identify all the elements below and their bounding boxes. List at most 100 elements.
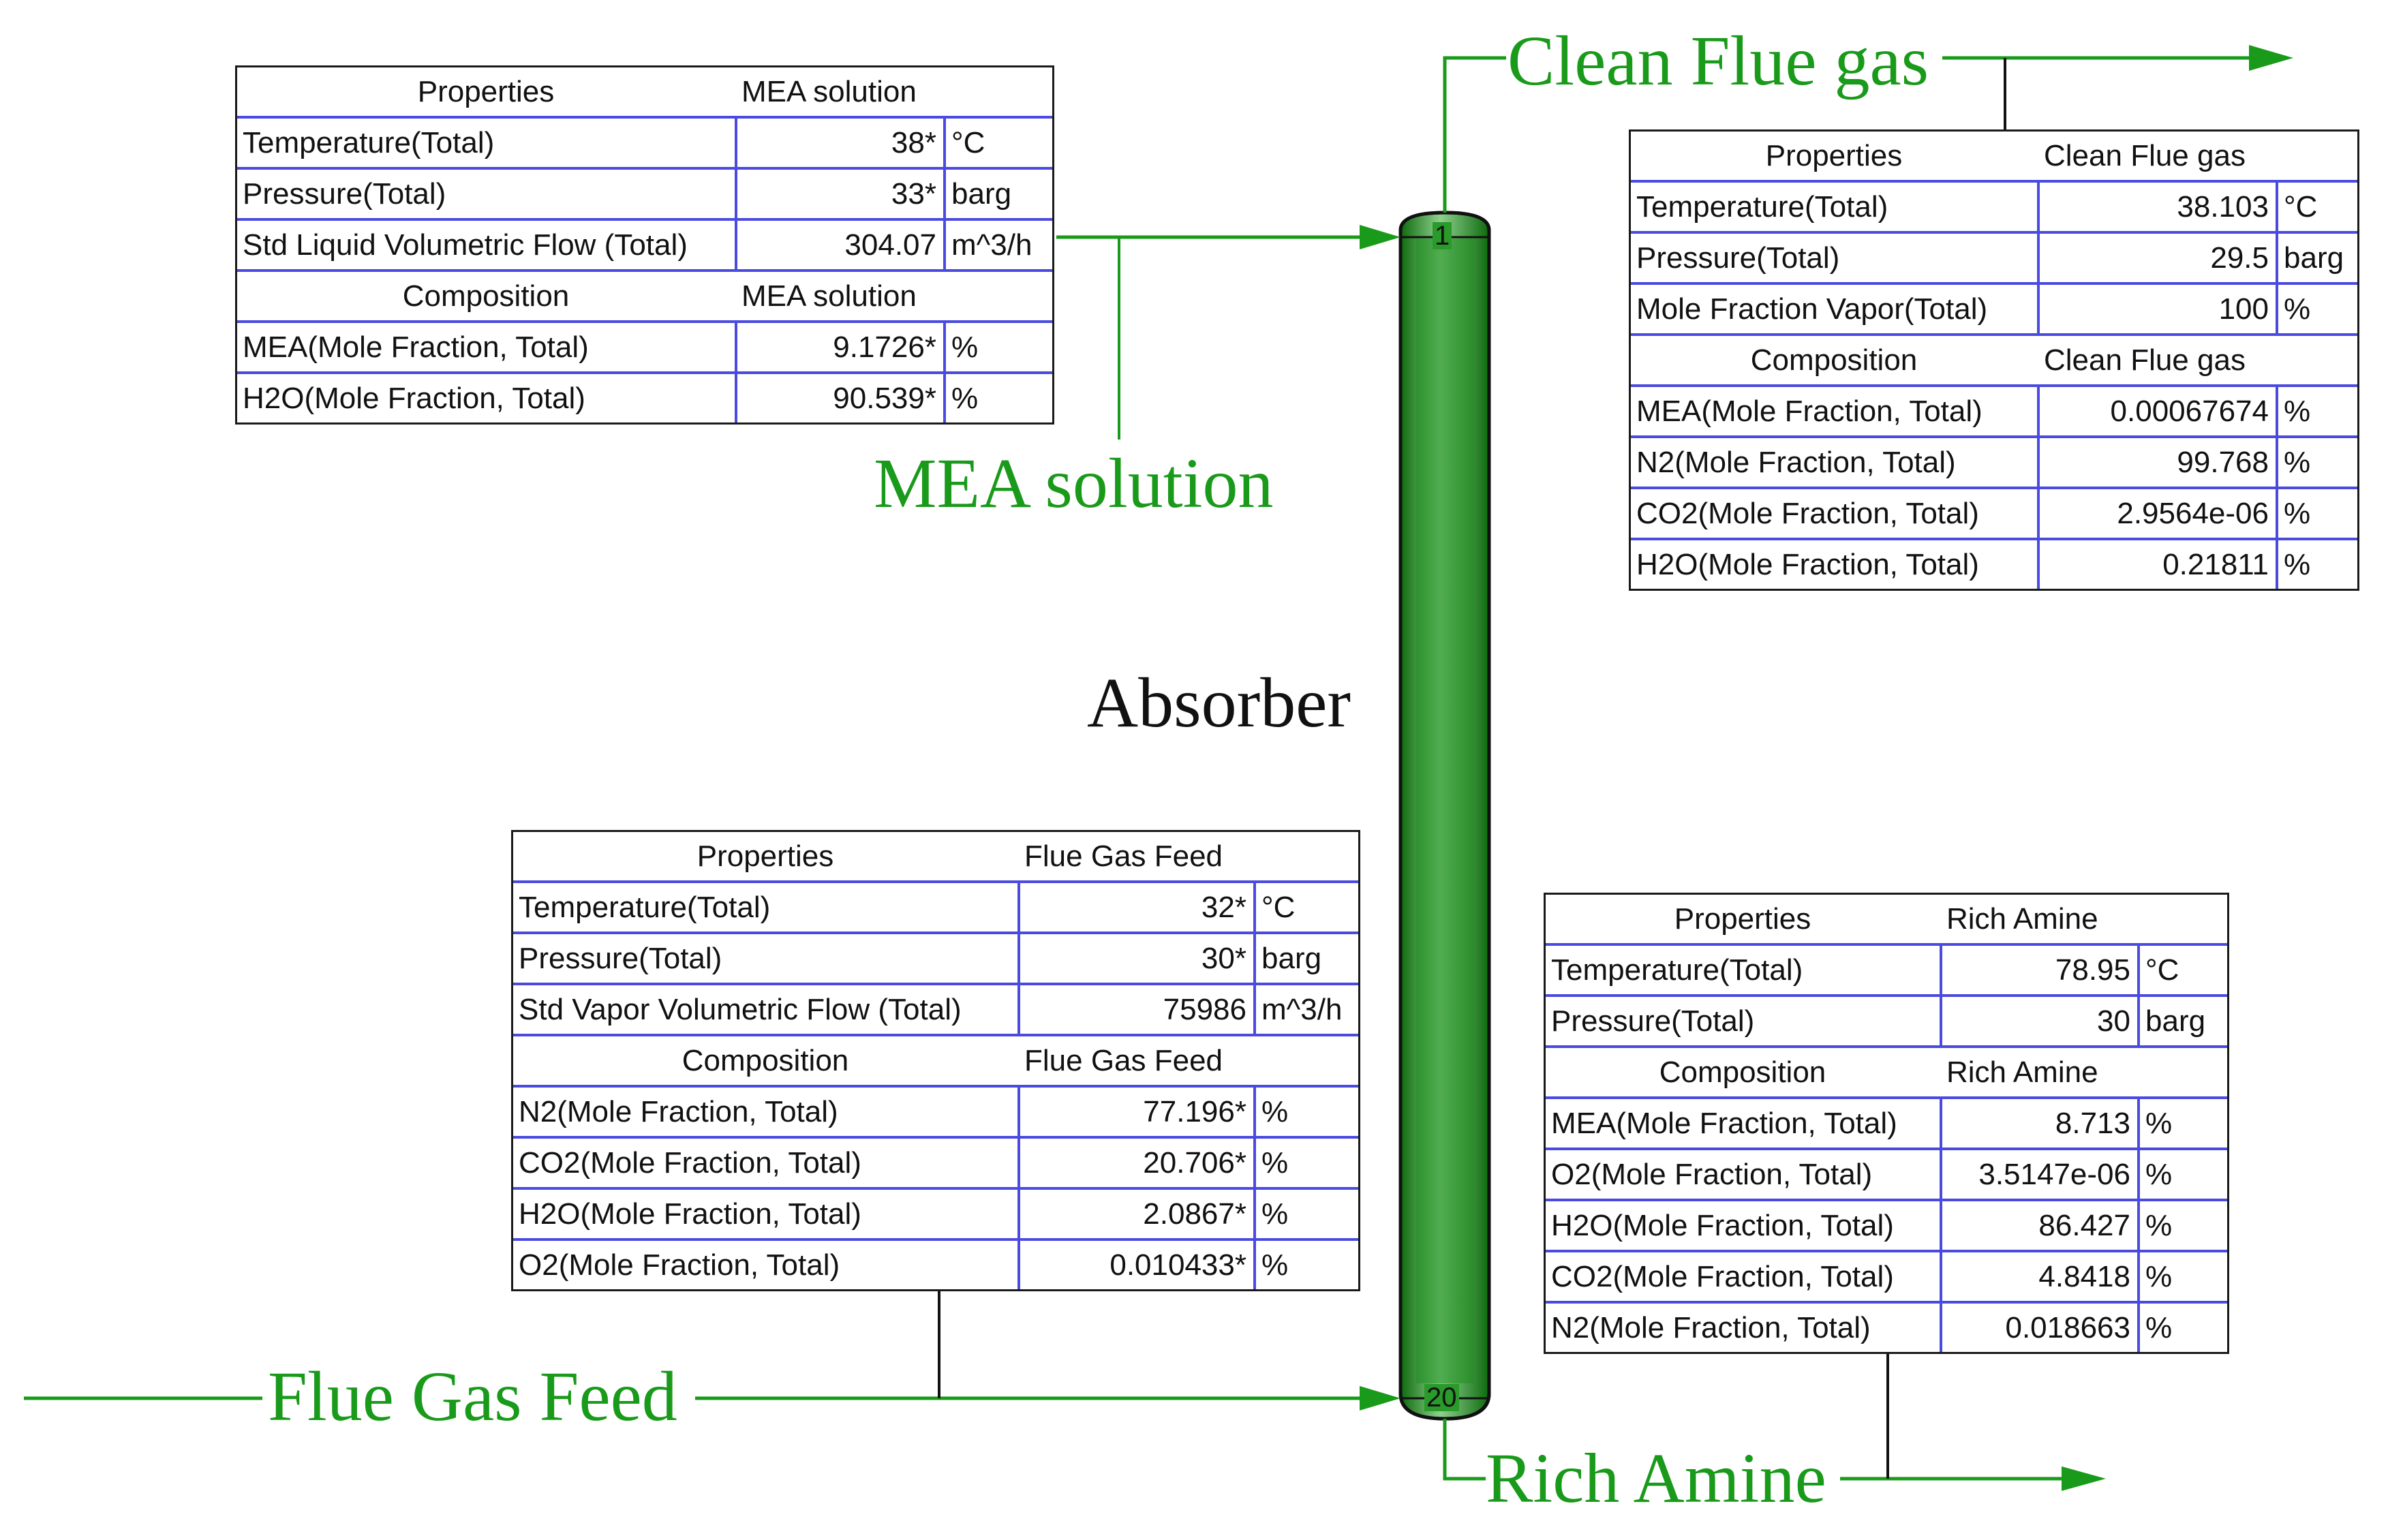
composition-header-row: Composition Flue Gas Feed [513,1034,1358,1085]
table-row: MEA(Mole Fraction, Total) 0.00067674 % [1631,384,2357,435]
property-value: 100 [2037,285,2276,333]
table-row: Temperature(Total) 78.95 °C [1546,943,2227,994]
table-row: Pressure(Total) 30* barg [513,931,1358,983]
composition-header-row: Composition MEA solution [237,269,1052,320]
property-label: Mole Fraction Vapor(Total) [1636,292,1988,326]
flue-gas-feed-stream-line[interactable] [24,1386,1400,1411]
component-value: 20.706* [1017,1139,1253,1187]
properties-header-row: Properties Flue Gas Feed [513,832,1358,880]
property-unit: barg [2137,997,2227,1045]
stream-name-header: MEA solution [741,74,917,108]
property-value: 304.07 [735,221,943,269]
component-label: MEA(Mole Fraction, Total) [1636,394,1983,428]
composition-header: Composition [682,1043,849,1077]
composition-header: Composition [1750,343,1918,377]
mea-solution-stream-line[interactable] [1056,225,1400,249]
property-unit: °C [1253,883,1358,931]
component-unit: % [943,323,1052,371]
mea-solution-table[interactable]: Properties MEA solution Temperature(Tota… [235,65,1054,425]
stream-name-header: MEA solution [741,279,917,313]
component-label: CO2(Mole Fraction, Total) [1551,1259,1894,1293]
rich-amine-stream-line[interactable] [1443,1419,2106,1491]
component-unit: % [1253,1241,1358,1289]
property-label: Std Liquid Volumetric Flow (Total) [243,228,688,262]
table-row: Std Vapor Volumetric Flow (Total) 75986 … [513,983,1358,1034]
component-unit: % [2137,1099,2227,1148]
table-row: H2O(Mole Fraction, Total) 86.427 % [1546,1199,2227,1250]
component-unit: % [2137,1304,2227,1352]
property-label: Pressure(Total) [1636,241,1840,275]
table-row: CO2(Mole Fraction, Total) 4.8418 % [1546,1250,2227,1301]
property-value: 38* [735,119,943,167]
component-label: H2O(Mole Fraction, Total) [1636,547,1979,581]
component-unit: % [2276,438,2357,487]
table-row: N2(Mole Fraction, Total) 99.768 % [1631,435,2357,487]
component-unit: % [2137,1252,2227,1301]
component-label: N2(Mole Fraction, Total) [1636,445,1956,479]
component-value: 8.713 [1940,1099,2137,1148]
table-row: Pressure(Total) 30 barg [1546,994,2227,1045]
property-value: 78.95 [1940,946,2137,994]
properties-header: Properties [696,839,834,873]
rich-amine-label[interactable]: Rich Amine [1486,1439,1826,1518]
table-row: Temperature(Total) 38* °C [237,116,1052,167]
component-label: H2O(Mole Fraction, Total) [1551,1208,1894,1242]
mea-solution-label[interactable]: MEA solution [874,444,1274,523]
clean-flue-gas-label[interactable]: Clean Flue gas [1507,22,1929,100]
bottom-stage-number: 20 [1424,1384,1459,1411]
clean-flue-gas-stream-line[interactable] [1443,45,2293,213]
properties-header-row: Properties Clean Flue gas [1631,132,2357,180]
component-label: N2(Mole Fraction, Total) [519,1094,838,1128]
property-label: Temperature(Total) [519,890,771,924]
component-value: 4.8418 [1940,1252,2137,1301]
component-label: CO2(Mole Fraction, Total) [519,1145,861,1180]
rich-amine-table[interactable]: Properties Rich Amine Temperature(Total)… [1544,893,2229,1354]
clean-flue-gas-table[interactable]: Properties Clean Flue gas Temperature(To… [1629,129,2359,591]
property-label: Pressure(Total) [519,941,722,975]
table-row: O2(Mole Fraction, Total) 3.5147e-06 % [1546,1148,2227,1199]
component-label: CO2(Mole Fraction, Total) [1636,496,1979,530]
property-unit: barg [943,170,1052,218]
table-row: Mole Fraction Vapor(Total) 100 % [1631,282,2357,333]
absorber-label[interactable]: Absorber [1087,664,1351,742]
property-unit: m^3/h [1253,985,1358,1034]
flue-gas-feed-table[interactable]: Properties Flue Gas Feed Temperature(Tot… [511,830,1360,1291]
component-label: MEA(Mole Fraction, Total) [1551,1106,1897,1140]
properties-header: Properties [1765,138,1903,172]
composition-header: Composition [1659,1055,1826,1089]
property-label: Temperature(Total) [1551,953,1803,987]
table-row: H2O(Mole Fraction, Total) 90.539* % [237,371,1052,422]
properties-header-row: Properties Rich Amine [1546,895,2227,943]
component-label: N2(Mole Fraction, Total) [1551,1310,1871,1344]
properties-header-row: Properties MEA solution [237,67,1052,116]
stream-name-header: Rich Amine [1946,1055,2098,1089]
table-row: CO2(Mole Fraction, Total) 2.9564e-06 % [1631,487,2357,538]
component-value: 2.0867* [1017,1190,1253,1238]
component-unit: % [2276,387,2357,435]
table-row: MEA(Mole Fraction, Total) 8.713 % [1546,1096,2227,1148]
component-unit: % [2137,1201,2227,1250]
component-label: H2O(Mole Fraction, Total) [243,381,585,415]
property-label: Temperature(Total) [243,125,495,159]
property-unit: barg [1253,934,1358,983]
component-value: 2.9564e-06 [2037,489,2276,538]
table-row: Temperature(Total) 32* °C [513,880,1358,931]
flue-gas-feed-label[interactable]: Flue Gas Feed [268,1357,677,1436]
component-unit: % [1253,1088,1358,1136]
stream-name-header: Flue Gas Feed [1024,839,1223,873]
absorber-column[interactable] [1398,211,1491,1421]
stream-name-header: Rich Amine [1946,902,2098,936]
component-unit: % [1253,1190,1358,1238]
component-value: 0.00067674 [2037,387,2276,435]
component-value: 86.427 [1940,1201,2137,1250]
table-row: CO2(Mole Fraction, Total) 20.706* % [513,1136,1358,1187]
component-unit: % [2276,540,2357,589]
table-row: N2(Mole Fraction, Total) 77.196* % [513,1085,1358,1136]
component-unit: % [2137,1150,2227,1199]
property-unit: barg [2276,234,2357,282]
table-row: O2(Mole Fraction, Total) 0.010433* % [513,1238,1358,1289]
property-unit: % [2276,285,2357,333]
table-row: N2(Mole Fraction, Total) 0.018663 % [1546,1301,2227,1352]
